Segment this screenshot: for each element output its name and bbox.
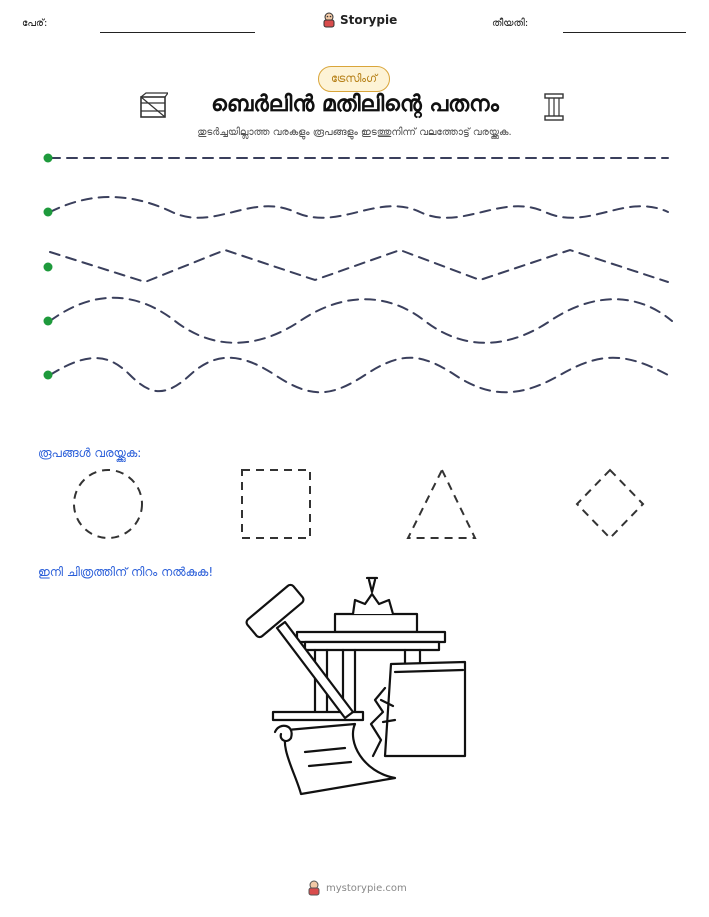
footer-url[interactable]: mystorypie.com	[326, 882, 407, 894]
start-dot-1	[43, 153, 53, 163]
tracing-lines	[43, 153, 673, 394]
date-line	[563, 32, 686, 33]
start-dot-2	[43, 207, 53, 217]
trace-line-wave-2[interactable]	[49, 296, 673, 344]
coloring-picture[interactable]	[235, 572, 475, 802]
wall-icon	[369, 660, 467, 758]
storypie-logo-icon	[308, 880, 320, 896]
trace-line-wave-1[interactable]	[49, 196, 669, 219]
brand-name: Storypie	[340, 13, 398, 27]
scroll-icon	[273, 722, 397, 796]
start-dot-3	[43, 262, 53, 272]
shapes-section-label: രൂപങ്ങൾ വരയ്ക്കുക:	[38, 446, 142, 460]
page-title: ബെർലിൻ മതിലിന്റെ പതനം	[211, 92, 499, 117]
trace-circle[interactable]	[73, 469, 143, 539]
date-label: തീയതി:	[492, 18, 529, 29]
storypie-logo-icon	[323, 12, 335, 28]
column-icon	[544, 93, 564, 121]
name-line	[100, 32, 255, 33]
start-dot-4	[43, 316, 53, 326]
trace-square[interactable]	[241, 469, 311, 539]
trace-line-zigzag[interactable]	[49, 248, 669, 284]
trace-triangle[interactable]	[406, 467, 477, 539]
hammer-icon	[245, 583, 355, 720]
trace-diamond[interactable]	[575, 468, 645, 540]
footer: mystorypie.com	[307, 880, 407, 896]
title-row: ബെർലിൻ മതിലിന്റെ പതനം	[0, 92, 709, 122]
brand: Storypie	[322, 12, 397, 28]
trace-line-wave-3[interactable]	[49, 356, 669, 394]
coloring-section-label: ഇനി ചിത്രത്തിന് നിറം നൽകുക!	[38, 565, 214, 579]
shapes-to-trace	[73, 467, 645, 540]
instructions: തുടർച്ചയില്ലാത്ത വരകളും രൂപങ്ങളും ഇടത്തു…	[197, 127, 512, 138]
start-dot-5	[43, 370, 53, 380]
crate-icon	[140, 92, 168, 118]
name-label: പേര്:	[22, 18, 48, 29]
worksheet-type-badge: ട്രേസിംഗ്	[318, 66, 390, 92]
